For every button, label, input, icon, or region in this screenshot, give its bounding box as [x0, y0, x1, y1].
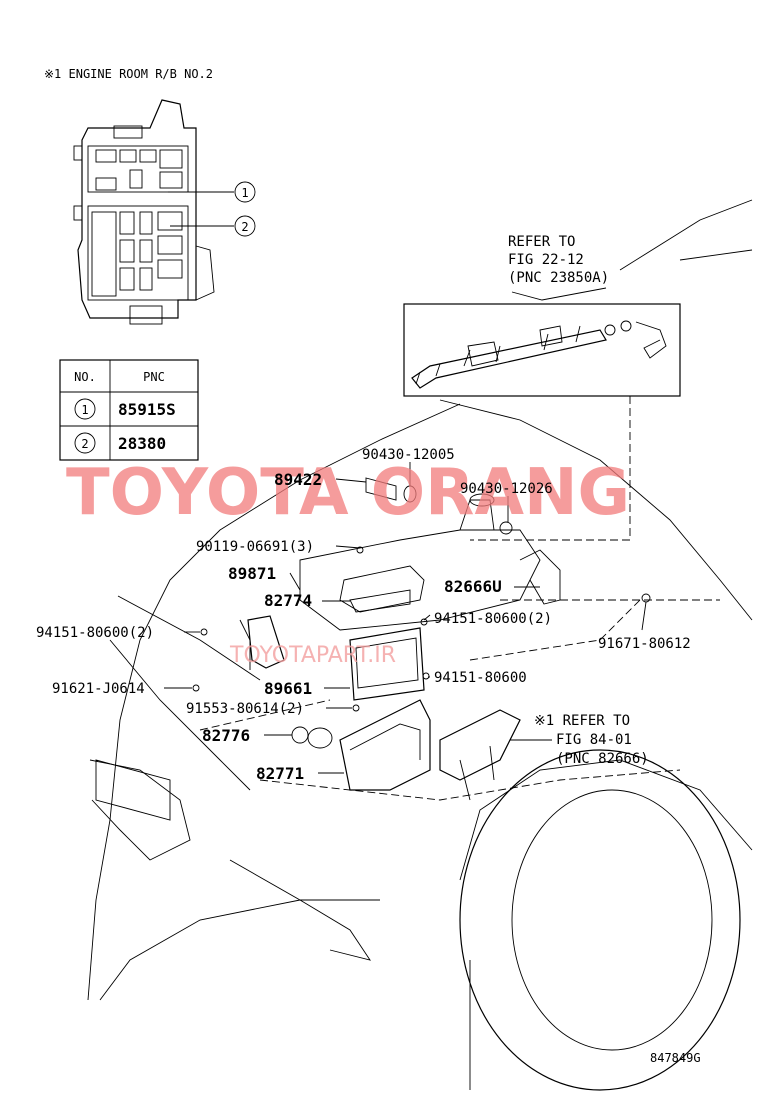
refer-fig84-line3: (PNC 82666) [556, 751, 649, 767]
relay-block-drawing [73, 99, 215, 325]
refer-fig22-line1: REFER TO [508, 234, 575, 250]
pnc-table-row-no: 2 [81, 437, 88, 451]
part-label-94151-a: 94151-80600(2) [36, 625, 154, 641]
callout-2-label: 2 [241, 220, 248, 234]
part-label-91553: 91553-80614(2) [186, 701, 304, 717]
pnc-table-row-pnc: 85915S [118, 400, 176, 419]
part-label-89422: 89422 [274, 470, 322, 489]
callout-circle-2 [234, 215, 256, 237]
pnc-table: NO. PNC 1 85915S 2 28380 [59, 359, 199, 461]
part-label-90430-12005: 90430-12005 [362, 447, 455, 463]
part-label-89871: 89871 [228, 564, 276, 583]
engine-room-note: ※1 ENGINE ROOM R/B NO.2 [44, 67, 213, 81]
part-label-82776: 82776 [202, 726, 250, 745]
pnc-table-header-pnc: PNC [143, 370, 165, 384]
refer-fig84-line1: ※1 REFER TO [534, 713, 630, 729]
engine-components [192, 477, 651, 801]
callout-1-label: 1 [241, 186, 248, 200]
part-label-91621: 91621-J0614 [52, 681, 145, 697]
injector-rail-box [403, 303, 681, 397]
part-label-82771: 82771 [256, 764, 304, 783]
refer-fig22-line3: (PNC 23850A) [508, 270, 609, 286]
part-label-94151-b: 94151-80600(2) [434, 611, 552, 627]
part-label-82774: 82774 [264, 591, 312, 610]
part-label-82666u: 82666U [444, 577, 502, 596]
leader-lines [164, 462, 647, 774]
vehicle-outline [87, 199, 753, 1091]
watermark-main: TOYOTA ORANG [66, 456, 630, 530]
part-label-89661: 89661 [264, 679, 312, 698]
callout-circle-1 [234, 181, 256, 203]
pnc-table-row-no: 1 [81, 403, 88, 417]
part-label-90119: 90119-06691(3) [196, 539, 314, 555]
fuel-rail-drawing [411, 320, 667, 389]
refer-fig22-line2: FIG 22-12 [508, 252, 584, 268]
part-label-90430-12026: 90430-12026 [460, 481, 553, 497]
pnc-table-row-pnc: 28380 [118, 434, 166, 453]
part-label-94151-c: 94151-80600 [434, 670, 527, 686]
watermark-url: TOYOTAPART.IR [229, 643, 396, 668]
figure-code: 847849G [650, 1051, 701, 1065]
part-label-91671: 91671-80612 [598, 636, 691, 652]
pnc-table-header-no: NO. [74, 370, 96, 384]
refer-fig84-line2: FIG 84-01 [556, 732, 632, 748]
